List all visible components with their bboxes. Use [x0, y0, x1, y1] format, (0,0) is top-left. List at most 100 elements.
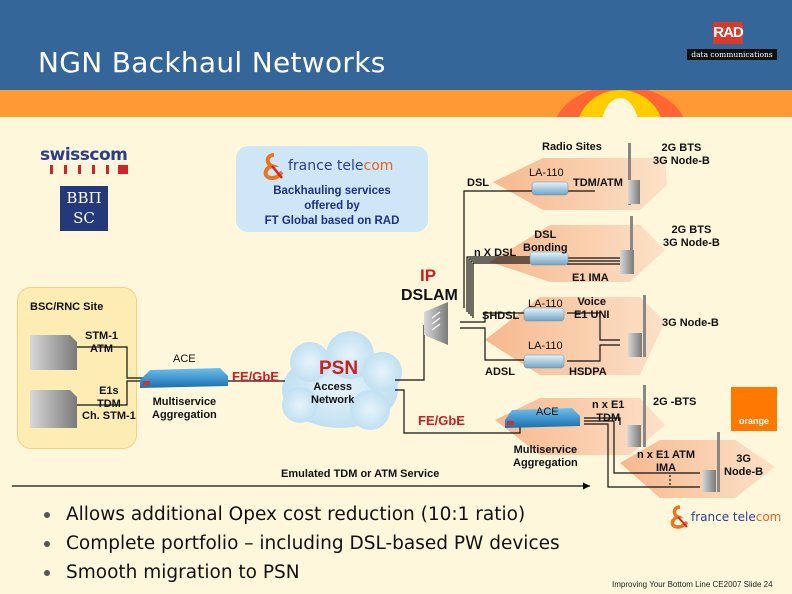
ima-line: n x E1 ATM	[637, 449, 696, 461]
bts-label-line: 2G BTS	[661, 142, 702, 154]
bullet-icon	[44, 570, 50, 576]
ft-prefix: france tele	[288, 158, 364, 174]
caption-line: Aggregation	[152, 408, 217, 421]
bts-tower-icon	[628, 143, 640, 205]
node-b-line: Node-B	[724, 465, 764, 478]
node-b-line: 3G	[736, 453, 751, 465]
caption-line: Multiservice	[152, 396, 217, 408]
ace-label-right: ACE	[536, 406, 559, 418]
bullet-icon	[44, 512, 50, 518]
vvmsc-logo-top: ВВП	[66, 189, 102, 207]
stm1-line: ATM	[89, 342, 113, 355]
dsl-label: DSL	[467, 177, 489, 189]
bullet-item: Complete portfolio – including DSL-based…	[40, 529, 560, 558]
psn-cloud	[282, 331, 402, 430]
la-110-label: LA-110	[528, 340, 563, 352]
psn-label: PSN	[319, 358, 359, 379]
radio-sites-label: Radio Sites	[542, 141, 602, 153]
connection-lines	[77, 190, 700, 488]
la-110-label: LA-110	[528, 298, 563, 310]
adsl-label: ADSL	[485, 366, 515, 378]
vvmsc-logo-bottom: SC	[73, 209, 95, 227]
dsl-bonding-line: Bonding	[523, 241, 568, 254]
slide-title: NGN Backhaul Networks	[38, 46, 386, 79]
bullet-icon	[44, 541, 50, 547]
slide-header: NGN Backhaul Networks RAD data communica…	[0, 0, 792, 90]
header-band	[0, 90, 792, 117]
caption-line: Multiservice	[513, 444, 578, 456]
fe-gbe-label-left: FE/GbE	[232, 369, 279, 384]
tdm-atm-label: TDM/ATM	[573, 177, 623, 189]
bts-tower-icon	[620, 216, 634, 274]
ima-line: IMA	[655, 461, 677, 474]
node-b-tower-icon	[628, 295, 646, 357]
swisscom-bars-icon	[50, 165, 128, 174]
bullet-text: Complete portfolio – including DSL-based…	[66, 533, 560, 554]
voice-line: E1 UNI	[574, 308, 610, 321]
bts-label-line: 3G Node-B	[653, 154, 710, 167]
ip-dslam-device	[424, 302, 448, 345]
rad-logo-subtext: data communications	[687, 49, 777, 60]
ft-suffix: com	[363, 158, 394, 174]
ace-device-right	[505, 408, 580, 428]
callout-line: FT Global based on RAD	[264, 215, 400, 227]
ace-label-left: ACE	[173, 353, 196, 365]
e1s-line: Ch. STM-1	[82, 410, 136, 423]
e1s-line: TDM	[96, 397, 121, 410]
psn-caption-line: Access	[313, 381, 352, 393]
ft-prefix: france tele	[691, 510, 756, 524]
node-b-tower-icon	[702, 432, 720, 492]
bullet-item: Allows additional Opex cost reduction (1…	[40, 500, 560, 529]
n-x-e1-line: n x E1	[592, 399, 625, 411]
bts-tower-icon	[627, 385, 646, 447]
france-telecom-ampersand-icon	[670, 505, 688, 529]
bullet-item: Smooth migration to PSN	[40, 558, 560, 587]
france-telecom-name: france telecom	[691, 510, 781, 524]
slide-footer: Improving Your Bottom Line CE2007 Slide …	[612, 580, 773, 589]
radio-site-zone-5	[620, 440, 775, 498]
emulated-service-label: Emulated TDM or ATM Service	[281, 468, 440, 480]
stm1-line: STM-1	[85, 330, 118, 342]
callout-line: Backhauling services	[273, 185, 391, 197]
ace-device-left	[140, 368, 228, 388]
bts-label-line: 3G Node-B	[663, 236, 720, 249]
bullet-text: Allows additional Opex cost reduction (1…	[66, 504, 526, 525]
france-telecom-ampersand-icon	[263, 153, 284, 180]
france-telecom-logo-bottom: france telecom	[668, 505, 781, 529]
rad-logo: RAD	[713, 22, 744, 44]
2g-bts-label: 2G -BTS	[653, 396, 697, 408]
bullet-text: Smooth migration to PSN	[66, 562, 300, 583]
n-x-dsl-label: n X DSL	[474, 247, 517, 259]
sunrise-arcs-icon	[556, 90, 684, 117]
vvmsc-logo: ВВП SC	[60, 186, 108, 231]
orange-logo: orange	[731, 387, 777, 431]
hsdpa-label: HSDPA	[569, 366, 607, 378]
voice-line: Voice	[577, 296, 606, 308]
dsl-bonding-line: DSL	[534, 229, 557, 241]
node-b-label: 3G Node-B	[662, 317, 719, 329]
radio-site-zone-1	[493, 158, 667, 210]
france-telecom-name: france telecom	[288, 158, 393, 174]
dslam-label: DSLAM	[401, 287, 458, 304]
la-110-device	[523, 354, 565, 369]
la-110-device	[531, 181, 569, 196]
e1-ima-label: E1 IMA	[572, 272, 609, 284]
psn-caption-line: Network	[311, 393, 355, 406]
bts-label-line: 2G BTS	[671, 224, 712, 236]
france-telecom-callout: france telecom Backhauling services offe…	[236, 146, 428, 232]
bullet-list: Allows additional Opex cost reduction (1…	[40, 500, 560, 587]
swisscom-logo-text: swisscom	[40, 145, 128, 165]
ip-label: IP	[420, 266, 437, 285]
